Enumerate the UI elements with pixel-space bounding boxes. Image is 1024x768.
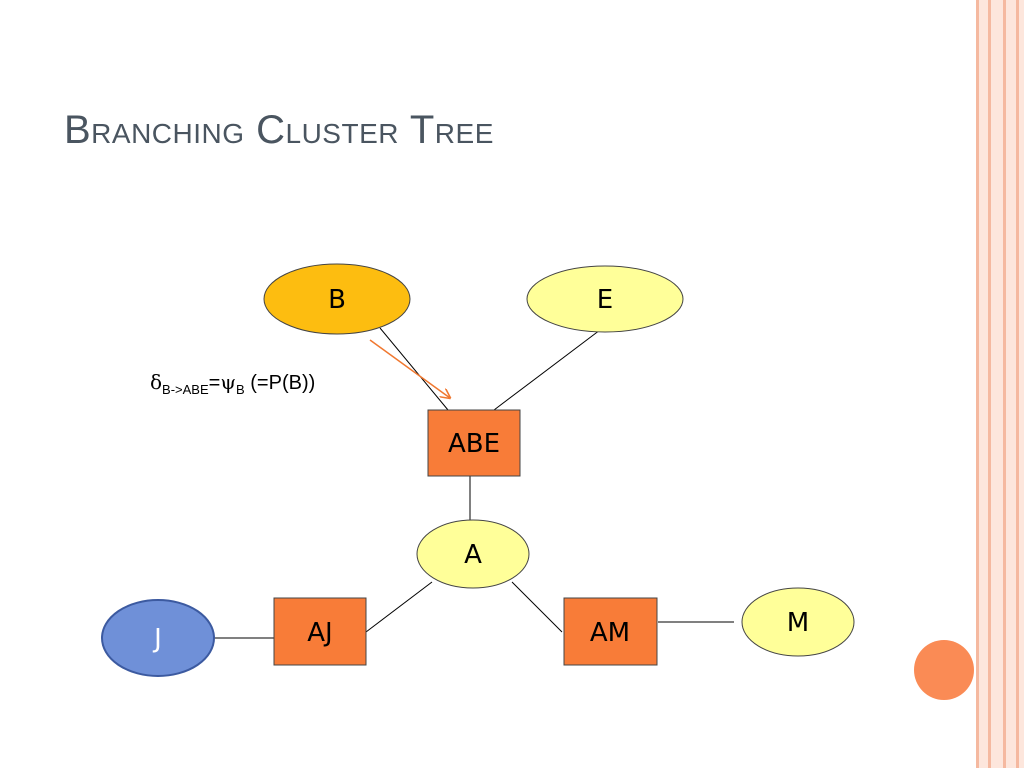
- node-e-label: E: [597, 285, 613, 315]
- border-line: [988, 0, 991, 768]
- node-j-label: J: [152, 624, 162, 654]
- node-abe-label: ABE: [448, 429, 500, 459]
- node-a-shape: [416, 519, 530, 589]
- delta-symbol: δ: [150, 370, 163, 394]
- node-m-label: M: [787, 608, 809, 638]
- delta-subscript: B->ABE: [162, 382, 209, 397]
- node-aj: AJ: [273, 597, 367, 666]
- node-am-label: AM: [590, 618, 630, 648]
- node-aj-shape: [273, 597, 367, 666]
- edge-a-am: [511, 581, 563, 633]
- node-aj-label: AJ: [307, 618, 332, 648]
- node-m-shape: [741, 587, 855, 657]
- node-e-shape: [526, 265, 684, 333]
- border-line: [1016, 0, 1019, 768]
- node-a-label: A: [464, 540, 482, 570]
- border-line: [1003, 0, 1006, 768]
- psi-symbol: ψ: [220, 370, 237, 394]
- node-b-label: B: [328, 285, 346, 315]
- node-j: J: [101, 599, 215, 677]
- node-m: M: [741, 587, 855, 657]
- node-b-shape: [263, 263, 411, 335]
- equals-sign: =: [208, 372, 221, 394]
- message-formula: δB->ABE=ψB (=P(B)): [150, 370, 315, 397]
- slide-title: Branching Cluster Tree: [64, 108, 494, 152]
- psi-subscript: B: [236, 382, 245, 397]
- message-arrow: [369, 339, 450, 398]
- decorative-circle: [914, 640, 974, 700]
- formula-tail: (=P(B)): [244, 372, 316, 394]
- border-line: [976, 0, 979, 768]
- node-abe: ABE: [427, 409, 521, 477]
- node-am-shape: [563, 597, 658, 666]
- node-e: E: [526, 265, 684, 333]
- edge-e-abe: [493, 329, 601, 411]
- edge-a-aj: [365, 581, 433, 633]
- node-a: A: [416, 519, 530, 589]
- node-b: B: [263, 263, 411, 335]
- edge-b-abe: [379, 327, 449, 411]
- node-am: AM: [563, 597, 658, 666]
- node-abe-shape: [427, 409, 521, 477]
- node-j-shape: [101, 599, 215, 677]
